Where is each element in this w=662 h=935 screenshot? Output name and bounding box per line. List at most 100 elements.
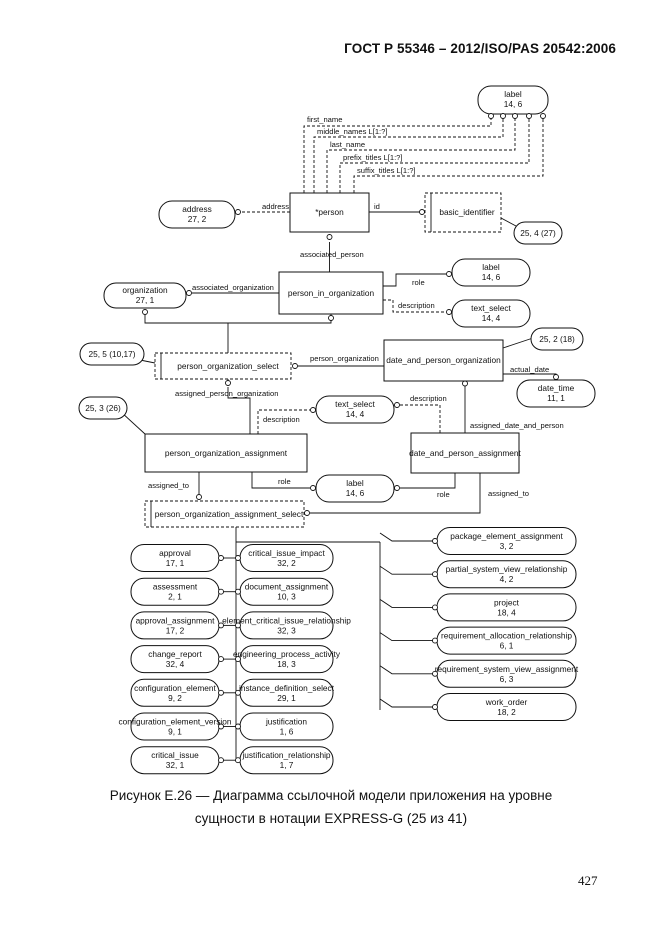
dot-description-left xyxy=(310,407,316,413)
col1-item-5-dot xyxy=(218,723,224,730)
col1-item-4-page: 9, 2 xyxy=(168,693,182,703)
col2-item-4-name: instance_definition_select xyxy=(239,683,335,693)
col1-item-4-dot xyxy=(218,689,224,696)
ref-text-select-pio-name: text_select xyxy=(471,303,511,313)
figure-caption-line-2: сущности в нотации EXPRESS-G (25 из 41) xyxy=(194,811,468,826)
ref-text-select-mid-page: 14, 4 xyxy=(346,409,365,419)
col3-item-1-name: partial_system_view_relationship xyxy=(446,564,568,574)
ref-address-name: address xyxy=(182,204,212,214)
dot-assigned-date-and-person xyxy=(462,380,468,387)
express-g-diagram: label 14, 6 first_name middle_names L[1:… xyxy=(78,85,596,775)
tree-link-organization xyxy=(144,314,332,324)
page-ref-25-2-18-text: 25, 2 (18) xyxy=(539,334,575,344)
attr-line-description-right xyxy=(400,404,441,433)
attr-line-assigned-person-organization xyxy=(227,387,251,434)
attr-role-left: role xyxy=(278,477,291,486)
entity-person-organization-assignment xyxy=(144,433,308,473)
ref-label-mid-page: 14, 6 xyxy=(346,488,365,498)
dot-id xyxy=(419,209,425,215)
col3-item-2-page: 18, 4 xyxy=(497,607,516,617)
col2-item-2-name: element_critical_issue_relationship xyxy=(222,615,351,625)
col2-item-5-page: 1, 6 xyxy=(280,727,294,737)
dot-prefix-titles xyxy=(526,113,532,119)
ref-label-mid-name: label xyxy=(346,478,364,488)
ref-date-time-page: 11, 1 xyxy=(547,393,565,403)
dot-description-right xyxy=(394,402,400,408)
ref-text-select-mid xyxy=(315,395,395,424)
page-ref-25-5-10-17 xyxy=(79,342,145,366)
page-ref-25-4-27 xyxy=(513,221,563,245)
col2-item-5-name: justification xyxy=(265,717,307,727)
col1-item-2-name: approval_assignment xyxy=(136,615,216,625)
select-person-organization-label: person_organization_select xyxy=(177,361,279,371)
col1-item-0-name: approval xyxy=(159,548,191,558)
dot-assigned-to-right xyxy=(304,510,310,516)
page-ref-25-2-18 xyxy=(530,327,584,351)
col1-item-2-page: 17, 2 xyxy=(166,625,185,635)
col1-item-3-page: 32, 4 xyxy=(166,659,185,669)
col1-item-1-page: 2, 1 xyxy=(168,592,182,602)
col2-item-2-page: 32, 3 xyxy=(277,625,296,635)
col3-item-3-link xyxy=(379,632,434,642)
entity-date-and-person-organization xyxy=(383,339,504,382)
col1-item-3-name: change_report xyxy=(148,649,202,659)
dot-person-organization xyxy=(292,363,298,369)
dot-assigned-to-left xyxy=(196,494,202,500)
select-basic-identifier xyxy=(424,192,502,233)
ref-text-select-pio-page: 14, 4 xyxy=(482,313,501,323)
col2-item-0-name: critical_issue_impact xyxy=(248,548,325,558)
col3-item-2-name: project xyxy=(494,597,520,607)
col3-item-3-page: 6, 1 xyxy=(500,641,514,651)
col1-item-2-dot xyxy=(218,622,224,629)
entity-date-and-person-assignment xyxy=(410,432,520,474)
attr-description-pio: description xyxy=(398,301,435,310)
entity-date-and-person-organization-label: date_and_person_organization xyxy=(386,355,501,365)
page-ref-25-5-10-17-text: 25, 5 (10,17) xyxy=(88,349,135,359)
page-ref-25-3-26 xyxy=(78,396,128,420)
col3-item-1-page: 4, 2 xyxy=(500,574,514,584)
attr-line-description-pio xyxy=(383,299,446,313)
page-ref-link-25-3 xyxy=(120,411,146,435)
dot-associated-person xyxy=(326,234,333,240)
attr-suffix-titles: suffix_titles L[1:?] xyxy=(357,166,416,175)
page-ref-link-25-2 xyxy=(502,337,534,349)
page-number: 427 xyxy=(578,873,598,888)
attr-role-right: role xyxy=(437,490,450,499)
attr-line-role-pio xyxy=(383,273,446,287)
col3-item-0-dot xyxy=(432,538,438,544)
col1-item-6-name: critical_issue xyxy=(151,750,199,760)
col1-item-5-name: configuration_element_version xyxy=(118,717,231,727)
attr-line-last-name xyxy=(326,118,516,193)
attr-line-suffix-titles xyxy=(353,118,544,193)
col1-item-0-dot xyxy=(218,555,224,561)
entity-person-in-organization xyxy=(278,271,384,315)
ref-organization-name: organization xyxy=(122,285,168,295)
col2-item-1-dot xyxy=(235,588,241,595)
dot-actual-date xyxy=(553,374,559,380)
attr-line-description-left xyxy=(257,409,310,434)
entity-person xyxy=(289,192,370,233)
select-basic-identifier-label: basic_identifier xyxy=(439,207,495,217)
col1-item-6-dot xyxy=(218,757,224,764)
attr-assigned-person-organization: assigned_person_organization xyxy=(175,389,278,398)
attr-line-role-right xyxy=(400,473,456,489)
dot-role-pio xyxy=(446,271,452,277)
col2-item-6-name: justification_relationship xyxy=(241,750,330,760)
select-person-organization-assignment-label: person_organization_assignment_select xyxy=(155,509,304,519)
ref-organization xyxy=(103,282,187,309)
col3-item-1-dot xyxy=(432,571,438,578)
col3-item-5-link xyxy=(379,698,434,708)
attr-line-first-name xyxy=(303,118,492,193)
ref-text-select-mid-name: text_select xyxy=(335,399,375,409)
col1-item-4-name: configuration_element xyxy=(134,683,216,693)
attr-line-assigned-to-right xyxy=(310,473,481,514)
col2-item-6-dot xyxy=(235,757,241,764)
entity-person-label: *person xyxy=(315,207,344,217)
col2-item-1-page: 10, 3 xyxy=(277,592,296,602)
attr-address: address xyxy=(262,202,289,211)
ref-label-pio-page: 14, 6 xyxy=(482,272,501,282)
col1-item-1-name: assessment xyxy=(153,582,198,592)
ref-date-time xyxy=(516,379,596,408)
